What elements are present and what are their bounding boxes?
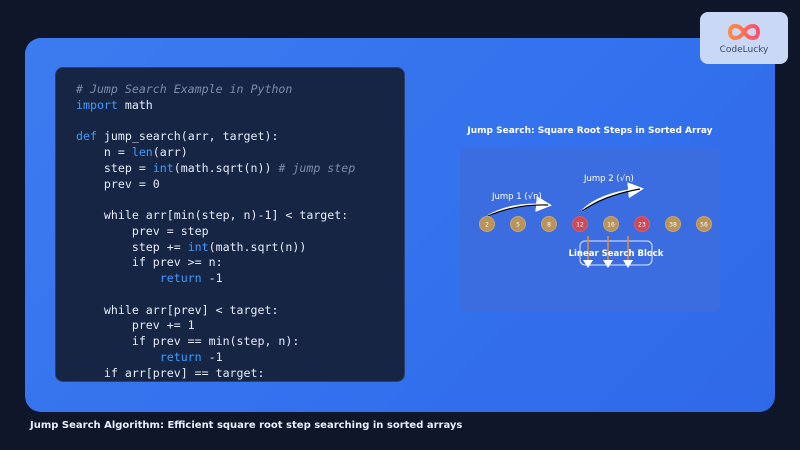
jump-2-arrow [581, 182, 644, 212]
jump-2-shadow-arc [581, 188, 641, 212]
code-line: import math [76, 98, 153, 112]
jump-1-shadow-arc [487, 204, 549, 217]
code-text: step += [76, 239, 188, 254]
code-text: (arr) [152, 145, 188, 159]
array-node-value: 38 [669, 222, 677, 229]
linear-arrowhead-3 [623, 260, 633, 268]
figure-caption: Jump Search Algorithm: Efficient square … [30, 420, 463, 431]
code-text: prev += 1 [76, 318, 195, 333]
array-node [479, 216, 495, 232]
array-node [510, 216, 526, 232]
code-text [76, 271, 160, 285]
code-text: -1 [201, 349, 223, 364]
code-text: while arr[min(step, n)-1] < target: [76, 208, 349, 222]
array-node-value: 56 [700, 222, 708, 229]
code-text: n = [76, 145, 132, 159]
code-line: while arr[min(step, n)-1] < target: [76, 208, 348, 222]
code-comment: # jump step [278, 160, 356, 175]
code-text: if arr[prev] == target: [76, 365, 265, 380]
code-text: math [117, 97, 153, 112]
code-keyword: return [159, 271, 202, 285]
code-keyword: len [131, 145, 153, 159]
jump-1-arrow [487, 196, 552, 217]
diagram-title: Jump Search: Square Root Steps in Sorted… [467, 126, 713, 136]
array-node [541, 216, 557, 232]
array-node [603, 216, 619, 232]
code-line: return -1 [76, 350, 223, 364]
code-text: (math.sqrt(n)) [208, 239, 307, 254]
code-comment: # Jump Search Example in Python [76, 82, 293, 96]
code-text: jump_search(arr, target): [96, 129, 279, 144]
code-block: # Jump Search Example in Python import m… [76, 82, 404, 381]
linear-search-arrows [583, 236, 633, 268]
code-keyword: import [76, 97, 118, 112]
code-line: prev += 1 [76, 318, 195, 332]
code-keyword: return [159, 349, 202, 364]
array-node [634, 216, 650, 232]
code-line: while arr[prev] < target: [76, 302, 279, 317]
code-line: return -1 [76, 271, 223, 285]
jump-1-label: Jump 1 (√n) [491, 192, 542, 202]
code-line: if prev >= n: [76, 255, 223, 269]
linear-search-block-label: Linear Search Block [569, 249, 664, 259]
code-text: -1 [201, 271, 223, 285]
code-text: if prev >= n: [76, 255, 223, 270]
code-line: if arr[prev] == target: [76, 365, 265, 380]
jump-2-label: Jump 2 (√n) [583, 174, 634, 184]
code-text [76, 350, 160, 364]
code-text: prev = 0 [76, 176, 160, 191]
code-text: prev = step [76, 223, 209, 238]
code-line: def jump_search(arr, target): [76, 129, 278, 143]
linear-search-block [579, 240, 653, 266]
array-node [696, 216, 712, 232]
array-node-value: 8 [547, 222, 551, 229]
array-node-value: 2 [485, 222, 489, 229]
codelucky-logo: CodeLucky [700, 12, 788, 64]
linear-arrowhead-1 [583, 260, 593, 268]
array-node-value: 5 [516, 222, 520, 229]
code-panel: # Jump Search Example in Python import m… [55, 67, 405, 382]
code-line: prev = 0 [76, 177, 160, 191]
code-keyword: int [187, 239, 209, 254]
brand-name: CodeLucky [719, 45, 769, 55]
array-node-value: 16 [607, 222, 615, 229]
code-line: n = len(arr) [76, 145, 188, 159]
code-keyword: int [152, 160, 174, 175]
array-node-value: 12 [576, 222, 584, 229]
code-keyword: def [76, 129, 97, 144]
jump-search-diagram: Jump 1 (√n) Jump 2 (√n) 258121623385672 … [479, 174, 712, 268]
code-line: step += int(math.sqrt(n)) [76, 239, 307, 254]
linear-arrowhead-2 [603, 260, 613, 268]
array-node [572, 216, 588, 232]
code-line: prev = step [76, 224, 209, 238]
code-text: step = [76, 160, 153, 175]
array-node [665, 216, 681, 232]
code-text: while arr[prev] < target: [76, 302, 279, 317]
code-line: if prev == min(step, n): [76, 334, 300, 348]
code-line: # Jump Search Example in Python [76, 82, 292, 96]
code-text: (math.sqrt(n)) [173, 160, 279, 175]
code-line: step = int(math.sqrt(n)) # jump step [76, 161, 355, 175]
infinity-logo-icon [727, 24, 761, 40]
code-text: if prev == min(step, n): [76, 334, 300, 348]
array-node-value: 23 [638, 222, 646, 229]
